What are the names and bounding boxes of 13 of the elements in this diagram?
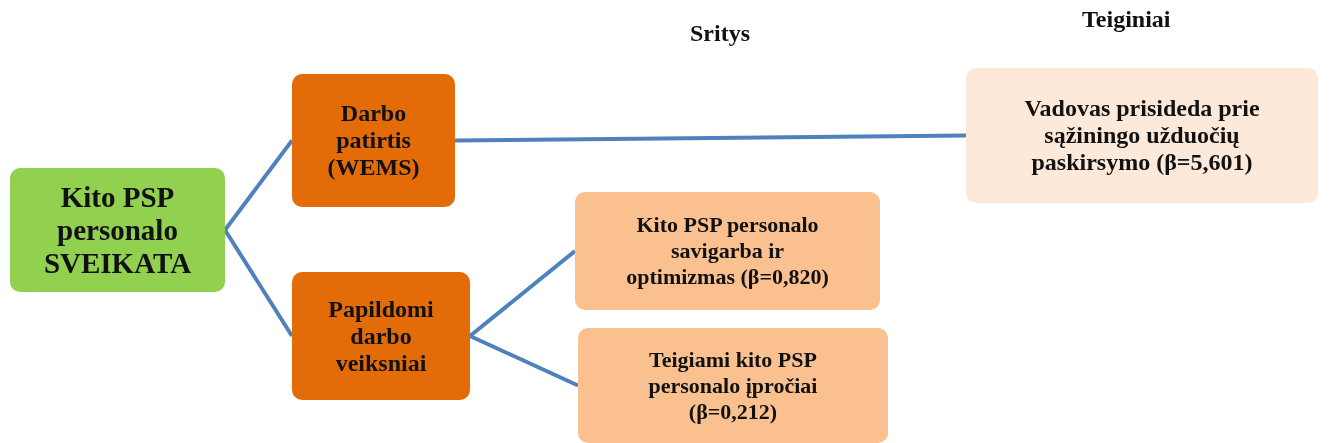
area-box: Papildomi darbo veiksniai — [292, 272, 470, 400]
connector-line — [469, 334, 579, 388]
column-heading: Sritys — [690, 20, 750, 47]
connector-line — [223, 139, 294, 232]
statement-box: Kito PSP personalo savigarba ir optimizmas (β=0,820) — [575, 192, 880, 310]
statement-box: Teigiami kito PSP personalo įpročiai (β=0,212) — [578, 328, 888, 443]
column-heading: Teiginiai — [1082, 6, 1171, 33]
statement-box: Vadovas prisideda prie sąžiningo užduočių paskirsymo (β=5,601) — [966, 68, 1318, 203]
area-box: Darbo patirtis (WEMS) — [292, 74, 455, 207]
topic-box: Kito PSP personalo SVEIKATA — [10, 168, 225, 292]
connector-line — [455, 133, 966, 143]
connector-line — [223, 228, 294, 338]
connector-line — [468, 249, 577, 338]
